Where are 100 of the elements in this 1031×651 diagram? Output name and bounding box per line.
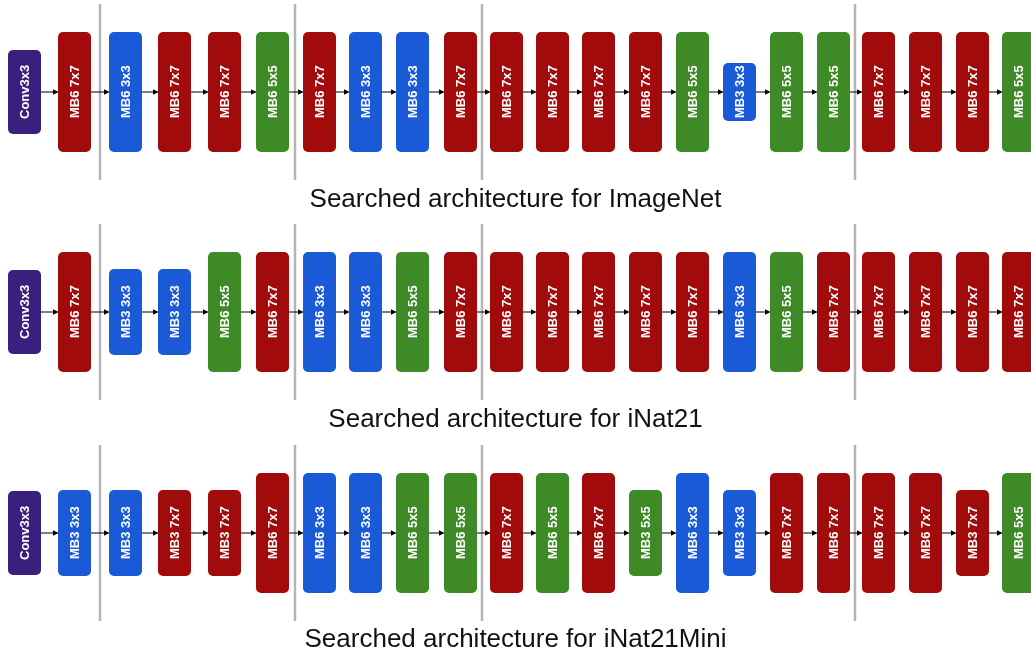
arrow [522,309,537,315]
arrow [381,530,397,536]
layer-block: Conv3x3 [7,50,41,134]
arrow [755,309,771,315]
layer-block: Conv3x3 [7,270,41,354]
layer-block: MB6 7x7 [861,252,895,372]
layer-block: MB3 7x7 [157,490,191,576]
arrow [941,530,957,536]
layer-block: MB6 3x3 [395,32,429,152]
arrow [614,309,630,315]
layer-block: Conv3x3 [7,491,41,575]
arrow [849,530,863,536]
layer-block: MB6 7x7 [489,32,523,152]
layer-block: MB6 7x7 [908,252,942,372]
layer-block: MB6 5x5 [395,252,429,372]
layer-block: MB6 7x7 [57,32,91,152]
arrow [288,89,304,95]
arrow [849,89,863,95]
arrow [894,309,910,315]
arrow [40,89,59,95]
arrow [708,89,724,95]
layer-block: MB6 7x7 [908,473,942,593]
caption: Searched architecture for ImageNet [309,183,722,214]
arrow [476,530,491,536]
layer-block: MB6 7x7 [535,32,569,152]
arrow [941,89,957,95]
arrow [428,309,445,315]
layer-block: MB6 7x7 [581,473,615,593]
arrow [240,309,257,315]
layer-block: MB6 3x3 [108,32,142,152]
layer-block: MB6 7x7 [207,32,241,152]
arrow [381,309,397,315]
layer-block: MB6 3x3 [302,473,336,593]
caption: Searched architecture for iNat21Mini [304,623,727,651]
arrow [335,309,350,315]
layer-block: MB6 5x5 [769,252,803,372]
layer-block: MB6 7x7 [955,32,989,152]
layer-block: MB6 7x7 [255,473,289,593]
arrow [190,530,209,536]
layer-block: MB3 3x3 [157,269,191,355]
layer-block: MB6 3x3 [722,252,756,372]
layer-block: MB6 5x5 [207,252,241,372]
arrow [708,530,724,536]
layer-block: MB3 3x3 [722,490,756,576]
layer-block: MB6 7x7 [816,473,850,593]
arrow [802,89,818,95]
arrow [894,89,910,95]
caption: Searched architecture for iNat21 [328,403,703,434]
arrow [288,530,304,536]
arrow [90,89,110,95]
layer-block: MB6 5x5 [1001,473,1031,593]
arrow [476,309,491,315]
layer-block: MB6 5x5 [816,32,850,152]
layer-block: MB3 7x7 [207,490,241,576]
arrow [240,89,257,95]
layer-block: MB3 3x3 [57,490,91,576]
layer-block: MB6 7x7 [861,32,895,152]
arrow [755,530,771,536]
arrow [988,89,1003,95]
arrow [755,89,771,95]
arrow [40,309,59,315]
arrow [661,309,677,315]
layer-block: MB6 7x7 [443,252,477,372]
arrow [802,530,818,536]
arrow [476,89,491,95]
arrow [288,309,304,315]
arrow [522,530,537,536]
arrow [335,89,350,95]
arrow [381,89,397,95]
layer-block: MB3 3x3 [108,490,142,576]
layer-block: MB6 7x7 [255,252,289,372]
arrow [941,309,957,315]
layer-block: MB6 3x3 [348,32,382,152]
layer-block: MB6 7x7 [675,252,709,372]
layer-block: MB6 3x3 [675,473,709,593]
layer-block: MB6 5x5 [395,473,429,593]
layer-block: MB6 5x5 [675,32,709,152]
arrow [90,309,110,315]
layer-block: MB6 5x5 [535,473,569,593]
layer-block: MB6 5x5 [769,32,803,152]
layer-block: MB6 5x5 [255,32,289,152]
arrow [141,309,159,315]
arrow [568,309,583,315]
arrow [661,530,677,536]
arrow [428,89,445,95]
arrow [988,309,1003,315]
arrow [190,309,209,315]
arrow [40,530,59,536]
layer-block: MB6 5x5 [1001,32,1031,152]
layer-block: MB6 7x7 [861,473,895,593]
arrow [141,89,159,95]
layer-block: MB6 7x7 [535,252,569,372]
layer-block: MB6 7x7 [628,252,662,372]
layer-block: MB6 7x7 [157,32,191,152]
layer-block: MB3 3x3 [722,63,756,121]
arrow [190,89,209,95]
layer-block: MB6 7x7 [1001,252,1031,372]
arrow [141,530,159,536]
arrow [802,309,818,315]
layer-block: MB6 7x7 [489,473,523,593]
